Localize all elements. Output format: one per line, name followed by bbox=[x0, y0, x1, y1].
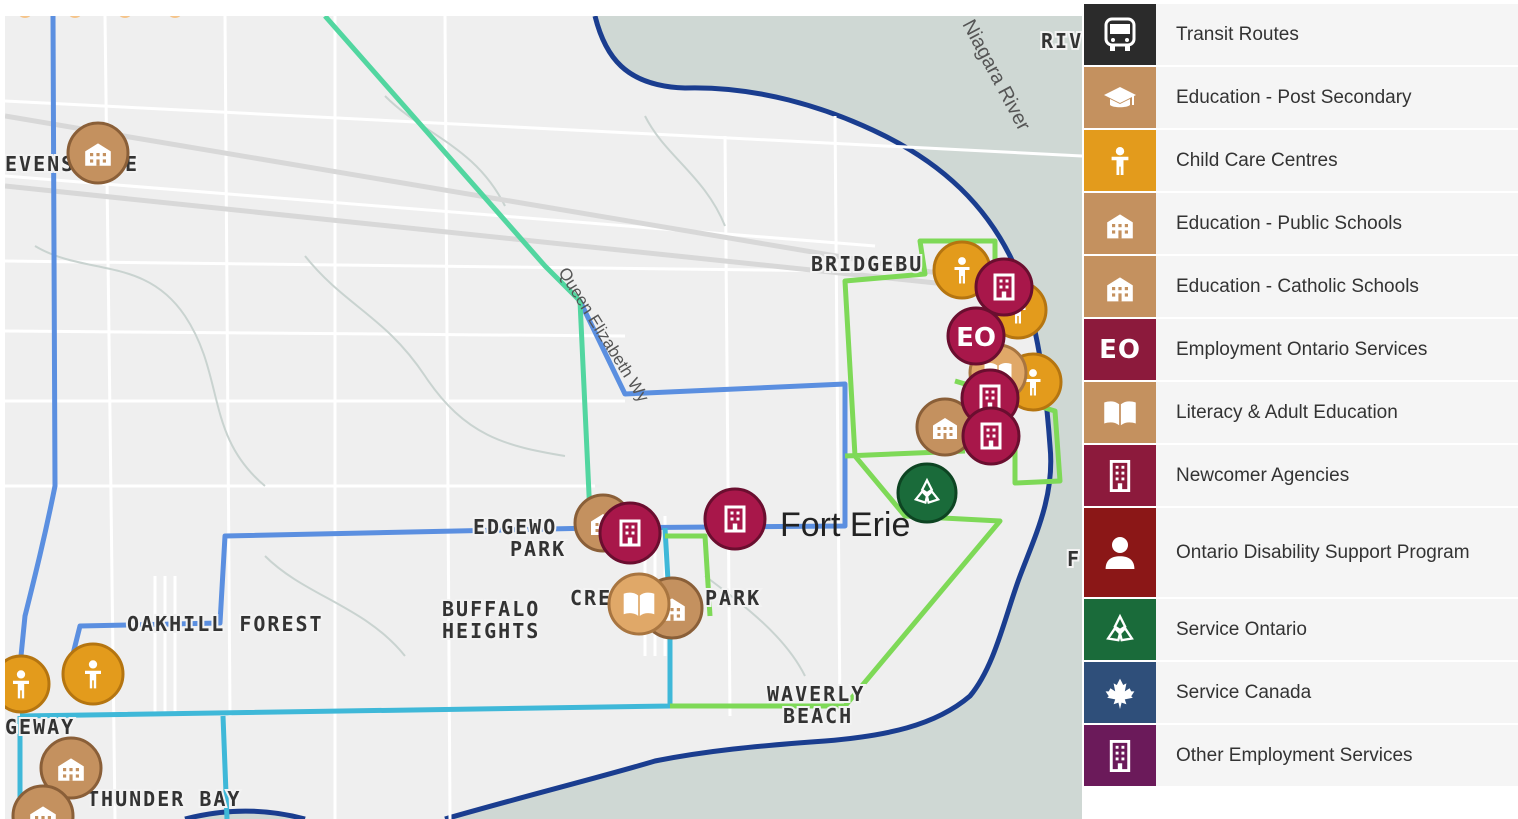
legend-item[interactable]: Newcomer Agencies bbox=[1084, 445, 1518, 508]
label-fort-erie: Fort Erie bbox=[780, 506, 910, 544]
graduation-cap-icon bbox=[1084, 67, 1156, 128]
label-stevensville: EVENS bbox=[5, 152, 75, 176]
route-mint-north bbox=[323, 16, 593, 517]
label-crescent-1: CRE bbox=[570, 586, 612, 610]
marker-service-ontario bbox=[896, 462, 958, 524]
niagara-river-water bbox=[445, 16, 1082, 819]
poi-markers[interactable]: EO bbox=[5, 121, 1063, 819]
marker-child-care bbox=[61, 642, 125, 706]
marker-child-care bbox=[5, 654, 51, 714]
legend-item-label: Transit Routes bbox=[1176, 23, 1299, 45]
shoreline bbox=[444, 16, 1054, 819]
legend-item[interactable]: Child Care Centres bbox=[1084, 130, 1518, 193]
legend-item[interactable]: Service Canada bbox=[1084, 662, 1518, 725]
marker-employment-ontario: EO bbox=[946, 306, 1006, 366]
label-waverly-1: WAVERLY bbox=[767, 682, 865, 706]
edge-markers-top bbox=[19, 16, 181, 18]
legend-item[interactable]: Other Employment Services bbox=[1084, 725, 1518, 788]
legend-item[interactable]: Education - Post Secondary bbox=[1084, 67, 1518, 130]
legend-item-label: Service Ontario bbox=[1176, 618, 1307, 640]
label-ridgeway: GEWAY bbox=[5, 715, 75, 739]
label-thunder-bay: THUNDER BAY bbox=[87, 787, 241, 811]
creeks bbox=[34, 95, 806, 677]
shoreline-south bbox=[184, 808, 306, 819]
marker-newcomer-agency bbox=[598, 501, 662, 565]
label-edgewood-1: EDGEWO bbox=[473, 515, 557, 539]
legend-item[interactable]: EO Employment Ontario Services bbox=[1084, 319, 1518, 382]
legend-item-label: Employment Ontario Services bbox=[1176, 338, 1428, 360]
person-icon bbox=[1084, 508, 1156, 597]
marker-newcomer-agency bbox=[961, 406, 1021, 466]
school-building-icon bbox=[1084, 256, 1156, 317]
label-rivi: RIVI bbox=[1041, 29, 1082, 53]
legend-item-label: Other Employment Services bbox=[1176, 744, 1413, 766]
marker-newcomer-agency bbox=[974, 257, 1034, 317]
child-icon bbox=[1084, 130, 1156, 191]
label-f-edge: F bbox=[1067, 547, 1081, 571]
marker-public-school bbox=[66, 121, 130, 185]
office-building-icon bbox=[1084, 725, 1156, 786]
office-building-icon bbox=[1084, 445, 1156, 506]
marker-public-school bbox=[11, 784, 75, 819]
land-area bbox=[5, 16, 1082, 819]
trillium-icon bbox=[1084, 599, 1156, 660]
maple-leaf-icon bbox=[1084, 662, 1156, 723]
legend-item[interactable]: Transit Routes bbox=[1084, 4, 1518, 67]
map-view[interactable]: EVENS E BRIDGEBU EDGEWO PARK BUFFALO HEI… bbox=[5, 16, 1082, 819]
legend-item-label: Child Care Centres bbox=[1176, 149, 1338, 171]
marker-literacy bbox=[607, 572, 671, 636]
legend-item[interactable]: Ontario Disability Support Program bbox=[1084, 508, 1518, 599]
bus-icon bbox=[1084, 4, 1156, 65]
route-blue-west bbox=[17, 16, 58, 667]
legend-item-label: Education - Catholic Schools bbox=[1176, 275, 1419, 297]
map-canvas[interactable]: EVENS E BRIDGEBU EDGEWO PARK BUFFALO HEI… bbox=[5, 16, 1082, 819]
marker-public-school bbox=[39, 736, 103, 800]
eo-icon: EO bbox=[1084, 319, 1156, 380]
legend-item[interactable]: Literacy & Adult Education bbox=[1084, 382, 1518, 445]
label-buffalo-1: BUFFALO bbox=[442, 597, 540, 621]
label-edgewood-2: PARK bbox=[510, 537, 566, 561]
legend-item[interactable]: Education - Catholic Schools bbox=[1084, 256, 1518, 319]
svg-text:EO: EO bbox=[956, 323, 996, 353]
school-building-icon bbox=[1084, 193, 1156, 254]
label-oakhill: OAKHILL FOREST bbox=[127, 612, 324, 636]
label-waverly-2: BEACH bbox=[783, 704, 853, 728]
legend-item-label: Education - Public Schools bbox=[1176, 212, 1403, 234]
legend-item-label: Education - Post Secondary bbox=[1176, 86, 1412, 108]
rail-lines bbox=[5, 113, 966, 289]
label-bridgeburg: BRIDGEBU bbox=[811, 252, 923, 276]
route-green-east bbox=[665, 238, 1063, 709]
legend-item[interactable]: Service Ontario bbox=[1084, 599, 1518, 662]
label-crescent-2: PARK bbox=[705, 586, 761, 610]
marker-newcomer-agency bbox=[703, 487, 767, 551]
open-book-icon bbox=[1084, 382, 1156, 443]
legend-item[interactable]: Education - Public Schools bbox=[1084, 193, 1518, 256]
legend-item-label: Ontario Disability Support Program bbox=[1176, 541, 1470, 563]
legend-item-label: Literacy & Adult Education bbox=[1176, 401, 1398, 423]
place-labels: EVENS E BRIDGEBU EDGEWO PARK BUFFALO HEI… bbox=[5, 16, 1082, 813]
legend-item-label: Service Canada bbox=[1176, 681, 1312, 703]
legend-item-label: Newcomer Agencies bbox=[1176, 464, 1350, 486]
label-buffalo-2: HEIGHTS bbox=[442, 619, 540, 643]
